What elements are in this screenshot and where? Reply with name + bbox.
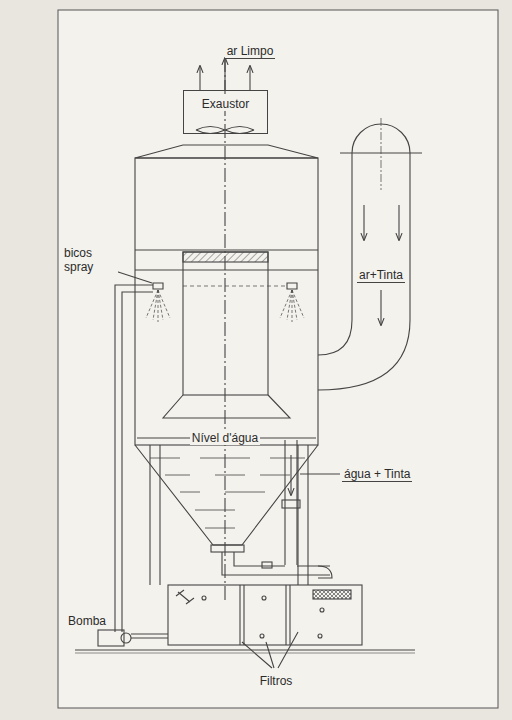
node-text: ar+Tinta — [357, 268, 405, 283]
node-text: Exaustor — [200, 97, 251, 111]
water-level-label: Nível d'água — [190, 431, 260, 445]
exhaust-box: Exaustor — [183, 90, 268, 134]
pump-label: Bomba — [66, 614, 108, 628]
outlet-label: ar Limpo — [225, 44, 276, 59]
duct-label-box: ar+Tinta — [352, 264, 410, 286]
inlet-water-label: água + Tinta — [342, 467, 412, 482]
filter-label: Filtros — [258, 674, 295, 688]
nozzle-label: bicos spray — [62, 246, 118, 274]
